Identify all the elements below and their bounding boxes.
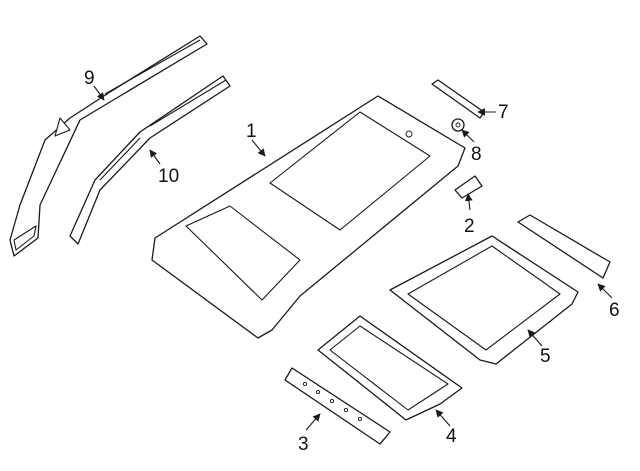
- callout-5: 5: [540, 346, 551, 367]
- callout-1: 1: [246, 121, 257, 142]
- roof-panel-part-1: [151, 95, 466, 339]
- sunroof-frame-part-5: [389, 235, 579, 365]
- trim-strip-part-7: [431, 79, 485, 119]
- callout-3: 3: [298, 434, 309, 455]
- fastener-part-8: [451, 118, 465, 132]
- bracket-part-2: [454, 175, 483, 199]
- leader-lines: [93, 85, 613, 431]
- rear-header-part-6: [517, 214, 611, 279]
- callout-7: 7: [498, 102, 509, 123]
- callout-4: 4: [446, 426, 457, 447]
- callout-2: 2: [464, 216, 475, 237]
- callout-8: 8: [471, 144, 482, 165]
- callout-6: 6: [609, 300, 620, 321]
- sunroof-frame-part-4: [317, 315, 463, 421]
- callout-10: 10: [158, 166, 179, 187]
- side-rail-part-10: [69, 75, 231, 245]
- side-rail-part-9: [9, 35, 208, 257]
- reinforcement-part-3: [284, 367, 391, 445]
- callout-9: 9: [84, 68, 95, 89]
